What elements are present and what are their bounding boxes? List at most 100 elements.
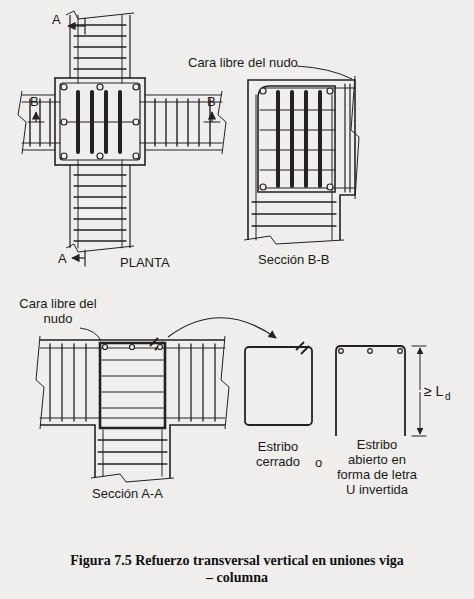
vertical-stirrup — [76, 92, 80, 152]
cut-arrow — [35, 112, 36, 122]
cut-arrow — [72, 257, 85, 258]
label: B — [30, 94, 39, 109]
column-tie — [252, 201, 336, 202]
beam-stirrup — [73, 344, 74, 421]
label: PLANTA — [120, 255, 170, 270]
beam-stirrup — [198, 99, 199, 146]
break-line — [66, 11, 134, 19]
column-bar — [332, 95, 333, 240]
beam-stirrup — [74, 207, 126, 208]
section-outline — [248, 80, 355, 240]
beam-stirrup — [176, 99, 177, 146]
beam-stirrup — [178, 344, 179, 421]
vertical-stirrup — [104, 92, 108, 152]
beam-stirrup — [74, 196, 126, 197]
beam-bar — [122, 160, 123, 248]
beam-stirrup — [214, 344, 215, 421]
column-bar — [133, 153, 139, 159]
joint-tie — [260, 170, 335, 171]
vertical-stirrup — [304, 92, 308, 186]
column-tie — [98, 451, 167, 452]
joint-stirrup — [258, 86, 335, 192]
joint-tie — [260, 130, 335, 131]
corner-bar — [260, 88, 266, 94]
beam-stirrup — [187, 99, 188, 146]
joint-tie — [102, 376, 163, 377]
leader-line — [297, 66, 352, 79]
label: Estribo cerrado — [243, 439, 313, 469]
column-tie — [60, 83, 140, 160]
corner-bar — [130, 345, 135, 350]
label: Estribo abierto en forma de letra U inve… — [336, 437, 418, 497]
corner-bar — [103, 345, 108, 350]
break-line — [18, 91, 226, 154]
beam-bar — [22, 102, 60, 103]
column-bar — [61, 153, 67, 159]
column-bar — [256, 95, 257, 240]
corner-bar — [327, 88, 333, 94]
vertical-stirrup — [90, 92, 94, 152]
column-tie — [98, 439, 167, 440]
beam-stirrup — [74, 185, 126, 186]
column-bar — [61, 119, 67, 125]
label: o — [315, 455, 322, 470]
beam-stirrup — [49, 99, 50, 146]
beam-bar — [78, 160, 79, 248]
column-bar — [133, 84, 139, 90]
beam-stirrup — [74, 229, 126, 230]
vertical-stirrup — [290, 92, 294, 186]
break-line — [36, 336, 229, 429]
beam-bar — [262, 88, 355, 89]
joint-stirrup — [100, 343, 165, 428]
column-bar — [97, 153, 103, 159]
beam-stirrup — [190, 344, 191, 421]
label: B — [207, 94, 216, 109]
beam-stirrup — [85, 344, 86, 421]
joint-tie — [260, 150, 335, 151]
column-bar — [61, 84, 67, 90]
break-line — [351, 76, 359, 199]
stirrup-hook — [150, 338, 163, 350]
open-stirrup — [336, 346, 405, 436]
label: Sección B-B — [258, 252, 330, 267]
beam-stirrup — [49, 344, 50, 421]
dimension-tick — [412, 346, 426, 347]
label: ≥ L — [424, 383, 443, 399]
column-tie — [98, 463, 167, 464]
column-bar — [103, 430, 104, 476]
joint-tie — [102, 408, 163, 409]
beam-bar — [40, 418, 225, 419]
beam-stirrup — [344, 84, 345, 192]
vertical-stirrup — [318, 92, 322, 186]
drawing — [18, 11, 426, 482]
column-bar — [162, 430, 163, 476]
beam-stirrup — [74, 57, 126, 58]
vertical-stirrup — [118, 92, 122, 152]
column-tie — [60, 122, 140, 123]
beam-stirrup — [154, 99, 155, 146]
section-outline — [40, 340, 225, 478]
joint-tie — [102, 392, 163, 393]
beam-stirrup — [165, 99, 166, 146]
break-line — [66, 244, 134, 252]
beam-stirrup — [74, 35, 126, 36]
beam-stirrup — [74, 218, 126, 219]
stirrup-bar — [339, 349, 344, 354]
corner-bar — [260, 184, 266, 190]
label: Cara libre del nudo — [188, 55, 298, 70]
beam-outline — [70, 15, 130, 248]
beam-stirrup — [74, 174, 126, 175]
break-line — [244, 236, 344, 244]
label: A — [58, 251, 67, 266]
stirrup-bar — [398, 349, 403, 354]
figure-caption: Figura 7.5 Refuerzo transversal vertical… — [70, 552, 404, 586]
label: A — [52, 12, 61, 27]
column-outline — [55, 78, 145, 165]
beam-stirrup — [349, 84, 350, 192]
column-tie — [252, 213, 336, 214]
beam-stirrup — [61, 344, 62, 421]
dimension-tick — [412, 436, 426, 437]
beam-stirrup — [74, 46, 126, 47]
dimension-line — [420, 392, 421, 434]
beam-stirrup — [74, 68, 126, 69]
